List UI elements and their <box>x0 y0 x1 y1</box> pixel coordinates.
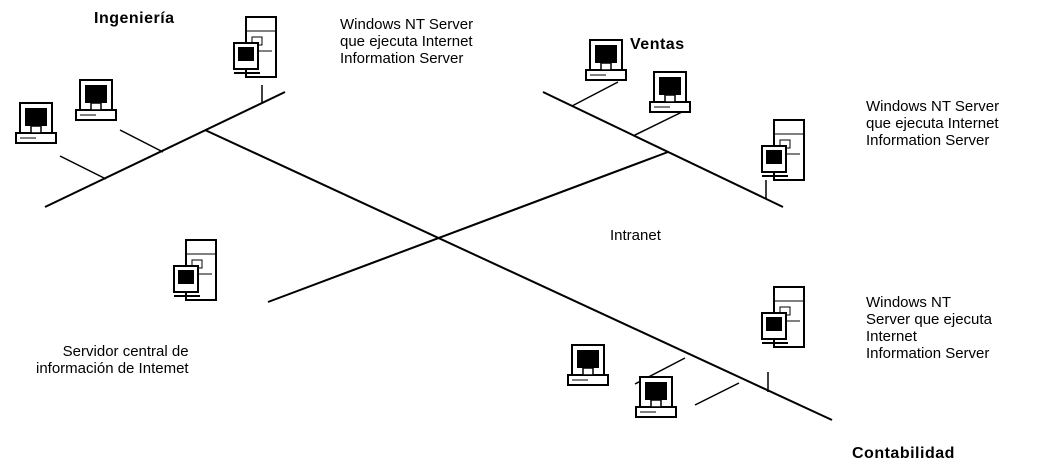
sales-server-label: Windows NT Server que ejecuta Internet I… <box>866 98 1000 149</box>
sales-server-icon <box>761 119 805 181</box>
workstation-icon <box>635 376 677 418</box>
workstation-icon <box>15 102 57 144</box>
sales-segment <box>542 91 784 208</box>
workstation-icon <box>585 39 627 81</box>
drop-line <box>59 155 107 180</box>
group-label-engineering: Ingeniería <box>94 10 175 27</box>
engineering-segment <box>44 91 286 208</box>
group-label-accounting: Contabilidad <box>852 445 955 462</box>
group-label-sales: Ventas <box>630 36 685 53</box>
drop-line <box>119 129 164 153</box>
central-server-label: Servidor central de información de Intem… <box>36 343 189 377</box>
drop-line <box>632 111 683 137</box>
engineering-server-icon <box>233 16 277 78</box>
workstation-icon <box>649 71 691 113</box>
drop-line <box>694 382 740 406</box>
intranet-backbone-main <box>204 129 833 421</box>
accounting-server-label: Windows NT Server que ejecuta Internet I… <box>866 294 992 362</box>
workstation-icon <box>567 344 609 386</box>
workstation-icon <box>75 79 117 121</box>
accounting-server-icon <box>761 286 805 348</box>
intranet-backbone-branch <box>267 151 669 303</box>
engineering-server-label: Windows NT Server que ejecuta Internet I… <box>340 16 474 67</box>
central-server-icon <box>173 239 217 301</box>
drop-line <box>571 81 619 107</box>
intranet-label: Intranet <box>610 227 661 244</box>
